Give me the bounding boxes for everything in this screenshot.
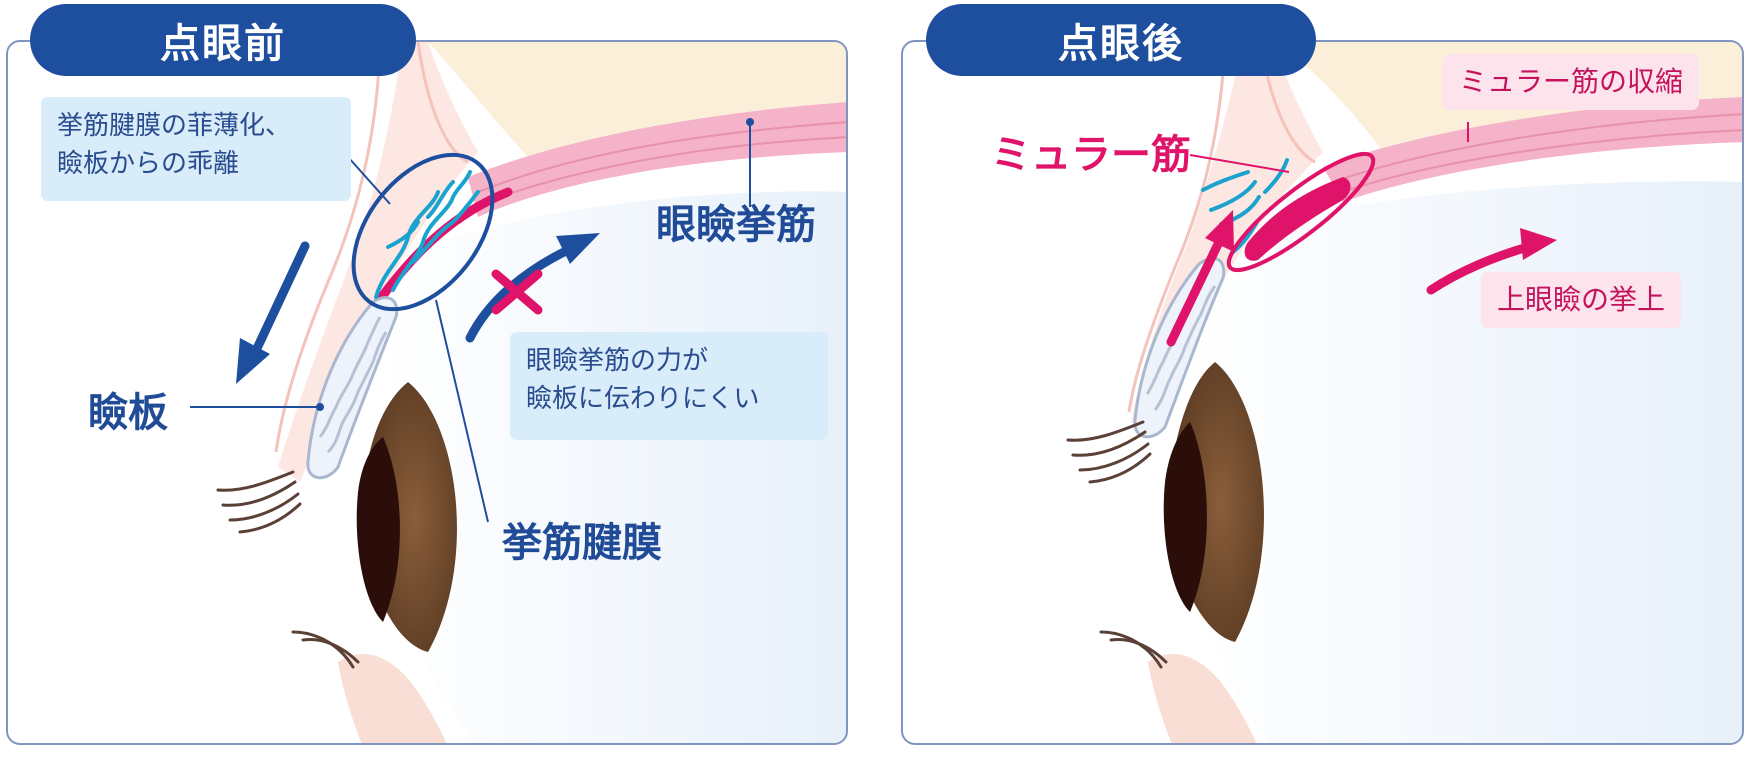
- aponeurosis-fibres-before: [374, 170, 480, 299]
- tarsus-plate-after: [1133, 256, 1226, 439]
- eyeball-before: [382, 191, 846, 743]
- note-thinning-line2: 瞼板からの乖離: [57, 149, 240, 179]
- upper-eyelashes-after: [1066, 420, 1152, 484]
- label-muller-contraction: ミュラー筋の収縮: [1443, 54, 1700, 110]
- arrow-icon: [1166, 210, 1234, 347]
- label-lift: 上眼瞼の挙上: [1481, 272, 1682, 328]
- tarsus-plate-before: [306, 296, 399, 480]
- lower-eyelashes-before: [291, 630, 360, 669]
- pupil-after: [1163, 422, 1207, 612]
- note-force: 眼瞼挙筋の力が 瞼板に伝わりにくい: [510, 332, 828, 440]
- eye-illustration-before: [190, 42, 846, 743]
- eyeball-after: [1180, 181, 1742, 743]
- panel-after: ミュラー筋の収縮 ミュラー筋 上眼瞼の挙上: [901, 40, 1744, 745]
- orbital-fat-before: [428, 42, 846, 157]
- label-tarsus: 瞼板: [88, 390, 168, 436]
- pupil-before: [356, 437, 400, 622]
- muller-muscle-after: [1244, 177, 1351, 261]
- tab-after: 点眼後: [926, 4, 1316, 76]
- label-muller: ミュラー筋: [991, 132, 1191, 178]
- note-force-line1: 眼瞼挙筋の力が: [526, 346, 709, 376]
- lower-lid-after: [1148, 653, 1257, 743]
- aponeurosis-highlight-before: [351, 152, 495, 312]
- muller-highlight-after: [1226, 151, 1376, 273]
- leader-line: [1189, 154, 1290, 173]
- note-thinning-line1: 挙筋腱膜の菲薄化、: [57, 111, 292, 141]
- note-force-line2: 瞼板に伝わりにくい: [526, 384, 760, 414]
- arrow-icon: [1426, 228, 1557, 295]
- arrow-icon: [236, 241, 310, 384]
- leader-line: [347, 156, 391, 205]
- upper-eyelashes-before: [216, 470, 302, 534]
- eyelid-skin-before: [278, 42, 478, 482]
- x-mark-icon: [491, 269, 543, 315]
- panel-before: 挙筋腱膜の菲薄化、 瞼板からの乖離 眼瞼挙筋 瞼板 眼瞼挙筋の力が 瞼板に伝わり…: [6, 40, 848, 745]
- lower-lid-before: [338, 653, 447, 743]
- leader-line: [435, 299, 489, 523]
- note-thinning: 挙筋腱膜の菲薄化、 瞼板からの乖離: [41, 97, 351, 201]
- tab-before: 点眼前: [30, 4, 416, 76]
- lower-eyelashes-after: [1099, 630, 1168, 669]
- label-aponeurosis: 挙筋腱膜: [502, 520, 662, 566]
- label-levator: 眼瞼挙筋: [656, 202, 816, 248]
